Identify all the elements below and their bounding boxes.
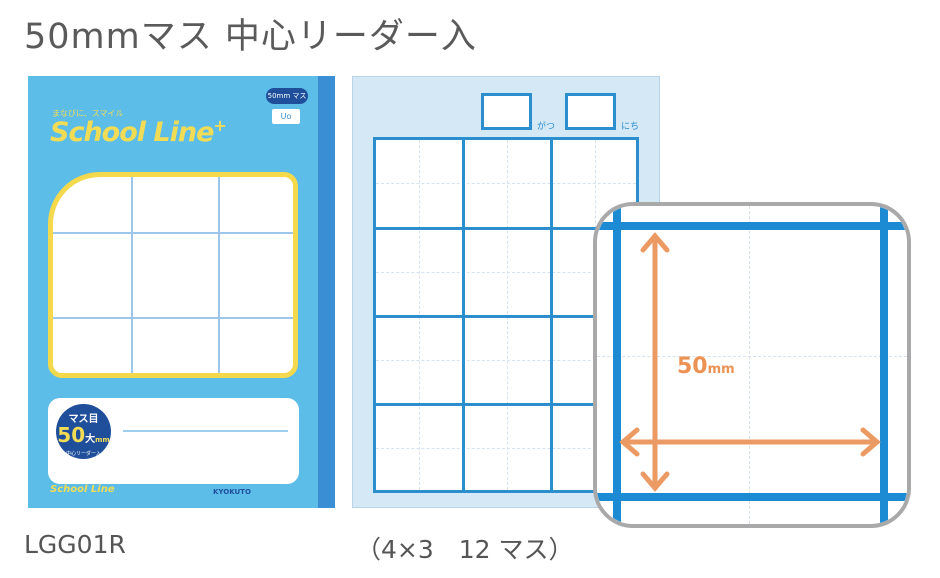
month-label: がつ [537,122,556,132]
brand-name: School Line [50,117,214,148]
brand-plus: + [213,116,226,135]
product-code: LGG01R [24,530,126,559]
day-box [565,93,616,130]
zoom-inset: 50mm [593,202,911,528]
seal-big: 大 [85,434,96,445]
notebook-cover: まなびに、スマイル School Line+ 50mm マス Uo マス目 50… [28,76,335,508]
grid-size-seal: マス目 50大mm 中心リーダー入 [56,404,111,459]
footer-brand: School Line [50,484,115,495]
dimension-arrows-icon [619,232,881,492]
day-label: にち [621,122,640,132]
dimension-unit: mm [707,362,735,377]
cover-grid-illustration [48,172,298,378]
name-line [123,430,288,432]
grid-description: （4×3 12 マス） [356,535,574,564]
pencil-note-icon: Uo [272,109,300,124]
seal-unit: mm [95,436,110,444]
cover-spine [318,76,335,508]
seal-size: 50 [57,423,86,447]
maker-name: KYOKUTO [213,488,251,496]
dimension-label: 50mm [677,354,735,379]
page-title: 50mmマス 中心リーダー入 [24,17,477,57]
month-box [481,93,532,130]
dimension-value: 50 [677,354,708,379]
seal-top: マス目 [68,414,99,425]
seal-sub: 中心リーダー入 [65,451,101,457]
name-label-area: マス目 50大mm 中心リーダー入 [48,398,299,484]
cover-tagline: まなびに、スマイル [52,109,124,118]
brand-logo: School Line+ [50,116,227,148]
size-badge: 50mm マス [266,88,308,104]
